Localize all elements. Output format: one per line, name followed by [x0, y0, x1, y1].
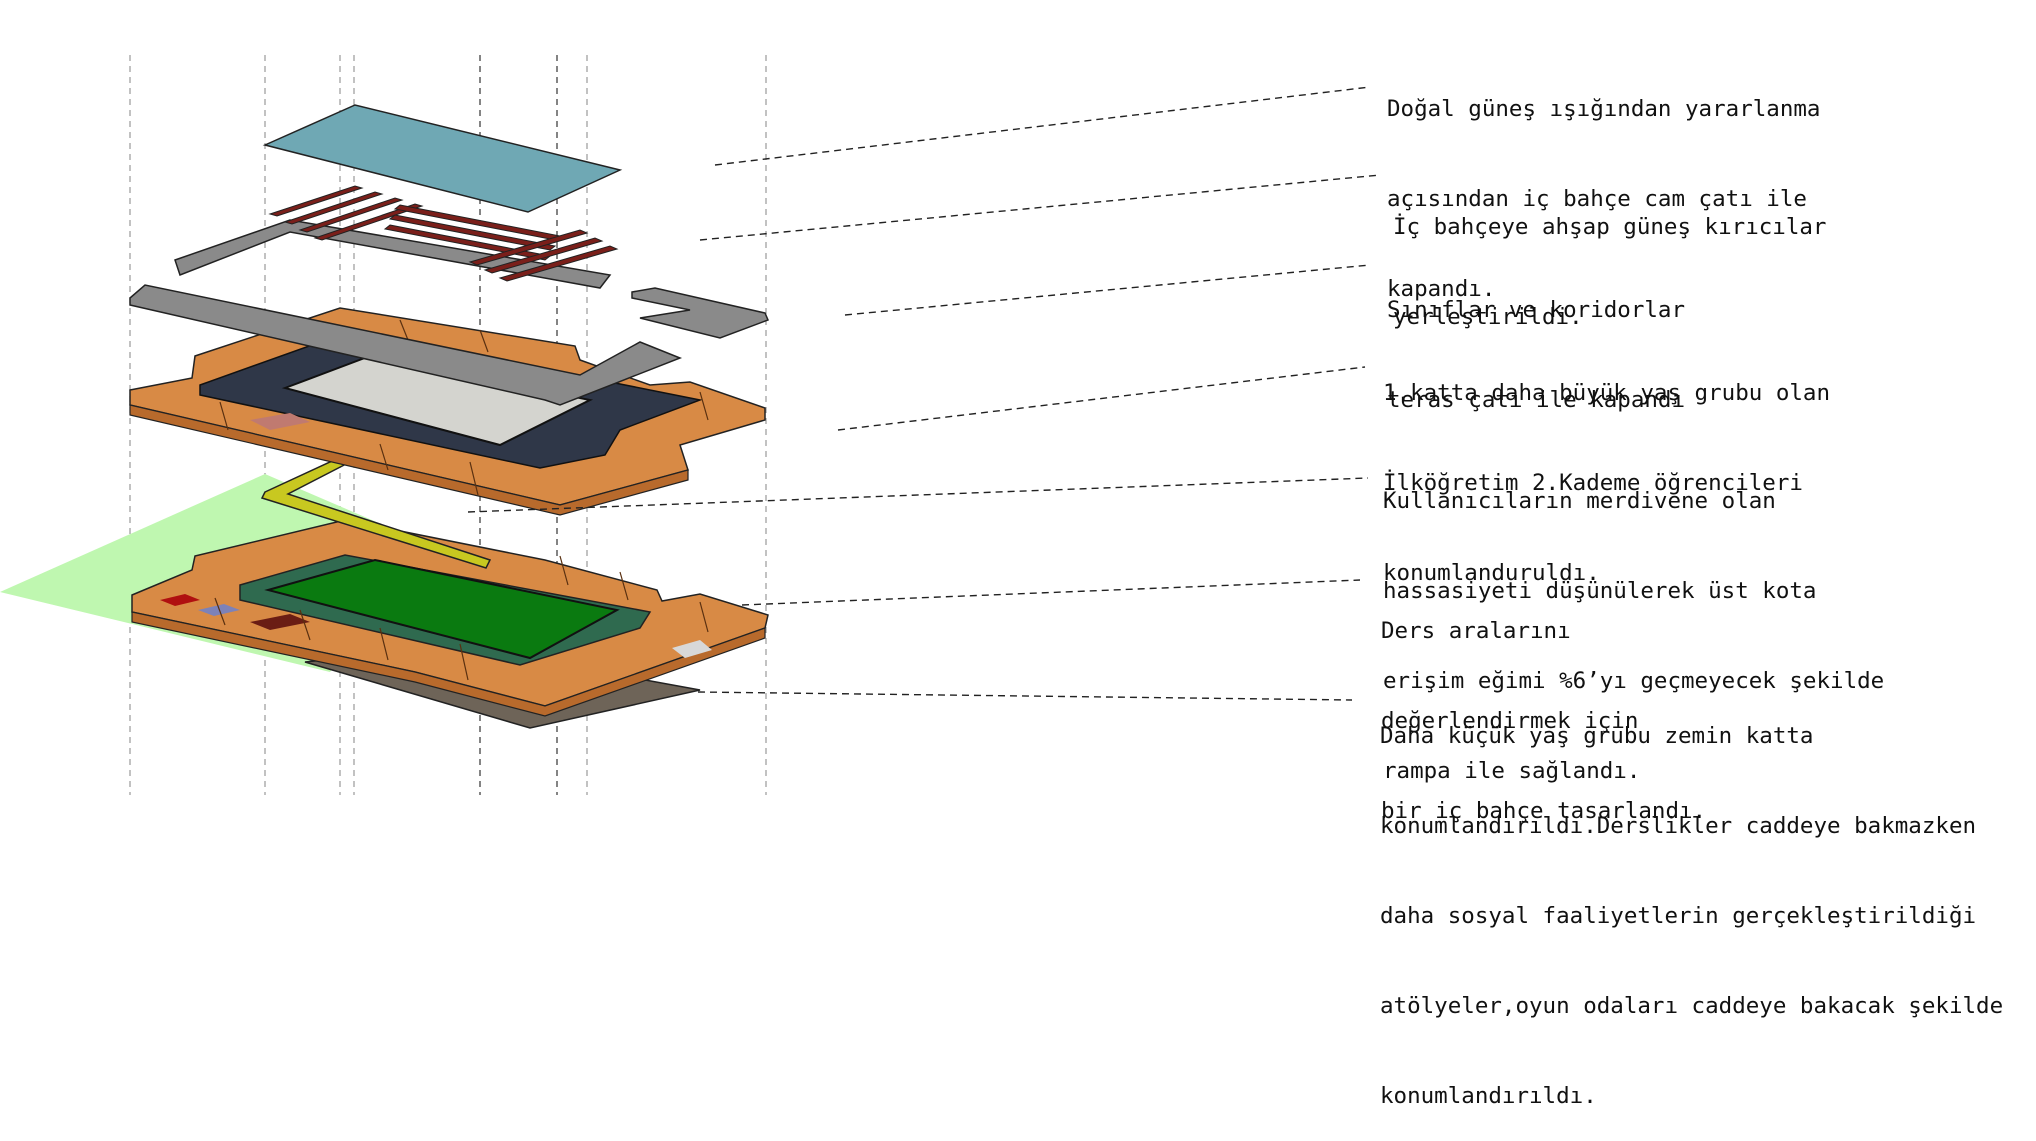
timber-louvres [268, 185, 619, 282]
sun-breaker-layer [174, 185, 619, 289]
louvre [268, 185, 364, 217]
annotation-line: bir iç bahçe tasarlandı. [1381, 798, 1707, 824]
louvre [468, 229, 589, 266]
room-partition [699, 601, 709, 633]
leader-line-first-floor [837, 366, 1366, 431]
annotation-line: değerlendirmek için [1381, 708, 1639, 734]
annotation-line: rampa ile sağlandı. [1383, 758, 1641, 784]
room-partition [379, 443, 389, 471]
annotation-line: erişim eğimi %6’yı geçmeyecek şekilde [1383, 668, 1885, 694]
room-partition [399, 319, 409, 341]
room-partition [214, 597, 226, 626]
leader-line-ramp [467, 477, 1369, 513]
leader-line-terrace-roof [844, 264, 1371, 316]
annotation-line: 1.katta daha büyük yaş grubu olan [1383, 380, 1831, 406]
room-partition [619, 571, 629, 601]
annotation-line: atölyeler,oyun odaları caddeye bakacak ş… [1380, 993, 2004, 1019]
terrace-roof-left [129, 284, 683, 406]
room-partition [219, 401, 229, 431]
room-partition [299, 609, 311, 641]
annotation-line: kapandı. [1387, 276, 1496, 302]
room-accent-grey [672, 640, 712, 658]
leader-line-ground-floor [697, 691, 1353, 701]
louvre [283, 191, 384, 225]
annotation-courtyard: Ders aralarını değerlendirmek için bir i… [1381, 556, 1706, 856]
annotation-line: Daha küçük yaş grubu zemin katta [1380, 723, 1814, 749]
annotation-glass-roof: Doğal güneş ışığından yararlanma açısınd… [1387, 34, 1820, 334]
annotation-line: Ders aralarını [1381, 618, 1571, 644]
room-partition [379, 627, 389, 661]
glass-roof [262, 104, 623, 213]
first-floor-layer [129, 307, 766, 516]
room-partition [699, 391, 709, 421]
annotation-line: teras çatı ile kapandı [1387, 387, 1686, 413]
annotation-ground-floor: Daha küçük yaş grubu zemin katta konumla… [1380, 661, 2003, 1141]
room-partition [479, 329, 489, 353]
first-floor-wall-edge [129, 404, 689, 516]
room-accent-pink [250, 413, 310, 430]
louvre [483, 237, 604, 274]
room-partition [559, 555, 569, 586]
annotation-ramp: Kullanıcıların merdivene olan hassasiyet… [1383, 426, 1884, 816]
leader-line-sun-breakers [699, 174, 1381, 241]
annotation-line: konumlandırıldı. [1380, 1083, 1597, 1109]
annotation-line: daha sosyal faaliyetlerin gerçekleştiril… [1380, 903, 1977, 929]
leader-line-courtyard [741, 579, 1361, 606]
exploded-axonometric-diagram [0, 55, 1381, 795]
annotation-line: konumlanduruldı. [1383, 560, 1600, 586]
louvre [313, 203, 424, 241]
room-partition [459, 643, 469, 681]
terrace-roof-layer [129, 284, 769, 406]
annotation-line: konumlandırıldı.Derslikler caddeye bakma… [1380, 813, 1977, 839]
annotation-line: Doğal güneş ışığından yararlanma [1387, 96, 1821, 122]
annotation-line: Kullanıcıların merdivene olan [1383, 488, 1776, 514]
annotation-line: yerleştirildi. [1393, 304, 1583, 330]
terrace-roof-right [631, 287, 769, 339]
room-partitions [219, 319, 709, 496]
annotation-line: Sınıflar ve koridorlar [1387, 297, 1686, 323]
first-floor-courtyard-void [281, 354, 594, 447]
ground-floor-layer [0, 474, 769, 729]
louvre [498, 245, 619, 282]
annotation-line: hassasiyeti düşünülerek üst kota [1383, 578, 1817, 604]
ground-floor-wall-edge [131, 611, 766, 717]
annotation-terrace-roof: Sınıflar ve koridorlar teras çatı ile ka… [1387, 235, 1685, 445]
leader-lines [467, 86, 1381, 701]
annotation-line: İç bahçeye ahşap güneş kırıcılar [1393, 214, 1827, 240]
room-partitions [214, 555, 709, 681]
courtyard-lawn [264, 558, 620, 660]
room-partition [469, 461, 479, 496]
louvre [388, 214, 557, 251]
annotation-sun-breakers: İç bahçeye ahşap güneş kırıcılar yerleşt… [1393, 152, 1826, 362]
louvre [298, 197, 404, 233]
annotation-line: İlköğretim 2.Kademe öğrencileri [1383, 470, 1803, 496]
annotation-first-floor: 1.katta daha büyük yaş grubu olan İlköğr… [1383, 318, 1830, 618]
room-accent-maroon [250, 614, 310, 630]
room-accent-red [160, 594, 200, 606]
leader-line-glass-roof [714, 86, 1371, 166]
annotation-line: açısından iç bahçe cam çatı ile [1387, 186, 1807, 212]
